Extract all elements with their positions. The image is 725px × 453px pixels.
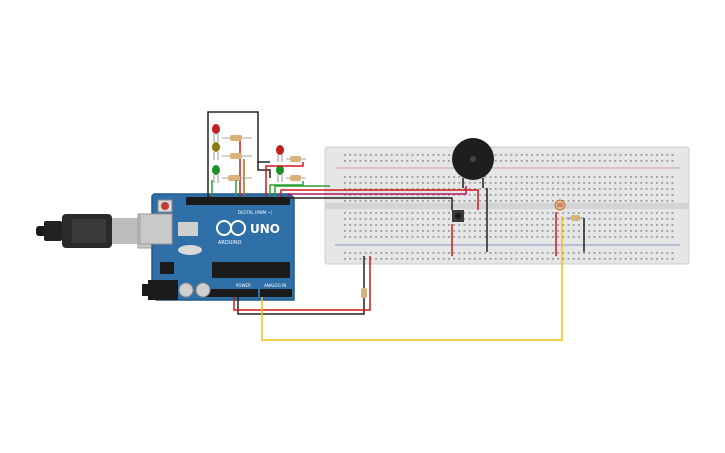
- wire-black-ground[interactable]: [207, 111, 270, 198]
- wire-green[interactable]: [274, 185, 330, 197]
- crystal: [178, 245, 202, 255]
- green-led[interactable]: [212, 165, 220, 183]
- resistor[interactable]: [566, 215, 584, 221]
- resistor[interactable]: [222, 153, 252, 159]
- red-led-2[interactable]: [276, 145, 284, 162]
- digital-label: DIGITAL (PWM ~): [238, 210, 273, 215]
- capacitor-icon: [178, 282, 194, 298]
- red-led[interactable]: [212, 124, 220, 142]
- wire-red[interactable]: [280, 189, 479, 210]
- analog-header[interactable]: [260, 289, 292, 297]
- power-label: POWER: [236, 283, 251, 288]
- resistor[interactable]: [361, 288, 367, 298]
- digital-header[interactable]: [186, 197, 290, 205]
- reset-button[interactable]: [157, 199, 173, 213]
- breadboard-holes: [344, 154, 674, 260]
- microcontroller-chip: [212, 262, 290, 278]
- capacitor-icon: [195, 282, 211, 298]
- arduino-logo: [216, 220, 246, 236]
- resistor[interactable]: [286, 156, 306, 162]
- wires: [233, 185, 585, 341]
- analog-label: ANALOG IN: [264, 283, 286, 288]
- wire-red-power[interactable]: [233, 256, 371, 311]
- wire-black[interactable]: [284, 197, 453, 210]
- led-group: [207, 111, 306, 198]
- arduino-uno-board[interactable]: UNO ARDUINO DIGITAL (PWM ~) POWER ANALOG…: [139, 193, 295, 301]
- resistor[interactable]: [222, 175, 252, 181]
- wire-black-ground-2[interactable]: [257, 162, 271, 178]
- resistor[interactable]: [222, 135, 252, 141]
- green-led-2[interactable]: [276, 165, 284, 182]
- yellow-led[interactable]: [212, 142, 220, 160]
- wire-green-led-3[interactable]: [269, 181, 304, 196]
- wire-red-led-2[interactable]: [265, 162, 304, 196]
- model-text: UNO: [250, 222, 280, 236]
- wire-black-power[interactable]: [237, 256, 365, 315]
- brand-text: ARDUINO: [218, 240, 242, 246]
- power-header[interactable]: [206, 289, 258, 297]
- piezo-buzzer[interactable]: [452, 138, 494, 212]
- photoresistor[interactable]: [554, 199, 566, 211]
- breadboard[interactable]: [324, 146, 690, 265]
- push-button[interactable]: [452, 210, 464, 222]
- resistor[interactable]: [286, 175, 306, 181]
- wire-yellow[interactable]: [261, 216, 563, 341]
